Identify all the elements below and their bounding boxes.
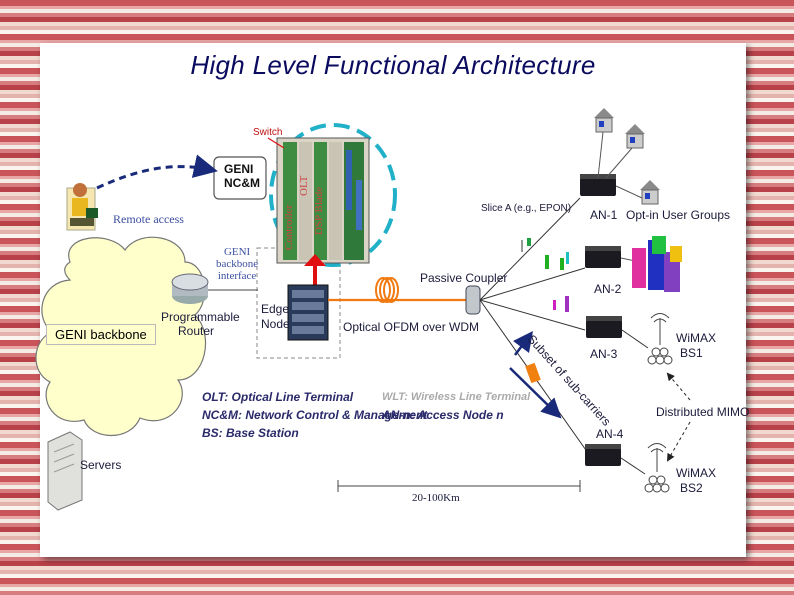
ncm-label-line-1: GENI — [224, 162, 254, 176]
red-up-arrow — [304, 254, 326, 292]
backbone-interface-line-2: backbone — [216, 258, 259, 270]
backbone-interface-label: GENI backbone interface — [216, 246, 258, 282]
house-icon — [594, 108, 660, 205]
wimax-bs1-label: WiMAX BS1 — [676, 331, 716, 361]
wireless-link-an4 — [620, 457, 646, 475]
an4-label: AN-4 — [596, 427, 624, 441]
edge-node-label: Edge Node — [261, 302, 290, 332]
passive-coupler-icon — [465, 285, 481, 315]
edge-node-dashed-box — [256, 247, 341, 359]
edge-node-line-2: Node — [261, 317, 290, 331]
wimax-tower-icon — [644, 313, 673, 493]
backbone-interface-line-3: interface — [217, 270, 257, 282]
edge-node-line-1: Edge — [261, 302, 290, 316]
legend-bs: BS: Base Station — [202, 426, 299, 440]
edge-node-rack-icon — [287, 284, 329, 341]
legend-an: AN-n: Access Node n — [382, 408, 504, 422]
legend-ncm: NC&M: Network Control & Management — [202, 408, 428, 422]
building-icon — [632, 236, 682, 292]
subcarrier-arrow-2 — [513, 331, 533, 356]
an3-label: AN-3 — [590, 347, 618, 361]
controller-label: Controller — [283, 204, 295, 250]
access-node-icon — [580, 174, 622, 466]
an2-label: AN-2 — [594, 282, 622, 296]
cloud-label: GENI backbone — [46, 324, 156, 345]
blade-chassis-icon — [276, 137, 370, 264]
ncm-label: GENI NC&M — [224, 162, 260, 190]
legend-wlt: WLT: Wireless Line Terminal — [382, 391, 531, 403]
optical-ofdm-label: Optical OFDM over WDM — [343, 320, 480, 334]
passive-coupler-label: Passive Coupler — [420, 271, 508, 285]
wimax-bs1-line-1: WiMAX — [676, 331, 716, 345]
distributed-mimo-label: Distributed MIMO — [656, 405, 750, 419]
remote-access-label: Remote access — [113, 212, 184, 226]
switch-label: Switch — [253, 127, 283, 138]
dsp-blade-label: DSP Blade — [313, 186, 325, 235]
slice-label: Slice A (e.g., EPON) — [481, 203, 572, 214]
olt-dashed-ring — [269, 123, 397, 267]
wimax-bs2-line-2: BS2 — [680, 481, 703, 495]
olt-label: OLT — [298, 175, 310, 196]
legend-mask — [378, 376, 512, 390]
ncm-box — [213, 156, 267, 200]
switch-pointer — [267, 137, 285, 149]
wimax-bs2-label: WiMAX BS2 — [676, 466, 716, 496]
wimax-bs2-line-1: WiMAX — [676, 466, 716, 480]
router-icon — [171, 273, 209, 304]
subcarrier-arrow — [509, 367, 562, 419]
opt-in-label: Opt-in User Groups — [626, 208, 731, 222]
mimo-arrow-down — [666, 421, 691, 462]
server-icon — [47, 431, 83, 511]
router-label-line-2: Router — [178, 324, 215, 338]
distance-label: 20-100Km — [412, 492, 460, 504]
remote-access-arrow — [96, 154, 218, 190]
person-computer-icon — [66, 183, 98, 231]
programmable-router-label: Programmable Router — [161, 310, 240, 338]
spectrum-bars — [521, 238, 569, 384]
wimax-bs1-line-2: BS1 — [680, 346, 703, 360]
an1-label: AN-1 — [590, 208, 618, 222]
mimo-arrow-up — [666, 372, 691, 401]
legend-olt: OLT: Optical Line Terminal — [202, 390, 354, 404]
distance-bracket — [337, 480, 581, 492]
slide-title: High Level Functional Architecture — [190, 50, 596, 80]
servers-label: Servers — [80, 458, 122, 472]
wireless-link-an3 — [621, 329, 649, 349]
backbone-interface-line-1: GENI — [223, 246, 251, 258]
router-label-line-1: Programmable — [161, 310, 240, 324]
ncm-label-line-2: NC&M — [224, 176, 260, 190]
fiber-coil-icon — [375, 277, 399, 303]
